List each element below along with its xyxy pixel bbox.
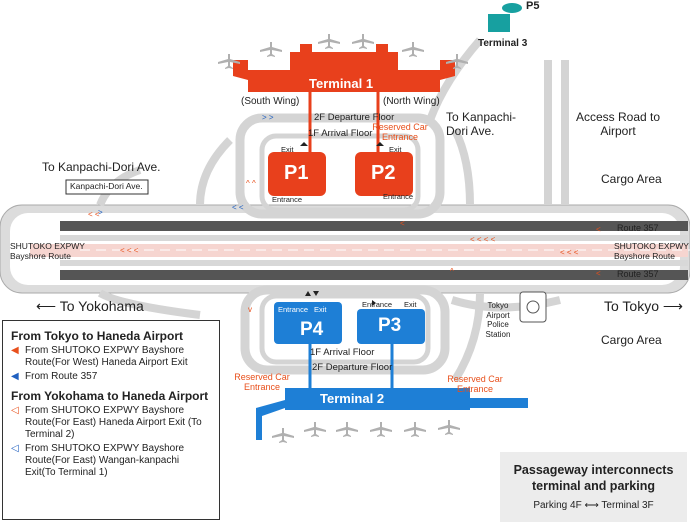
to-yokohama-text: To Yokohama xyxy=(59,298,144,314)
terminal1-label: Terminal 1 xyxy=(309,76,374,91)
entrance-exit-arrows xyxy=(300,142,384,306)
legend-tokyo-title: From Tokyo to Haneda Airport xyxy=(11,329,184,343)
to-kanpachi-right-label: To Kanpachi-Dori Ave. xyxy=(446,110,517,138)
p4-exit-label: Exit xyxy=(314,305,327,314)
p4-label: P4 xyxy=(300,319,324,340)
svg-text:< <: < < xyxy=(88,210,100,219)
double-arrow-icon: ⟷ xyxy=(584,500,599,511)
cargo-area-bottom-label: Cargo Area xyxy=(601,333,662,347)
svg-text:v: v xyxy=(248,305,252,314)
parking-p1[interactable] xyxy=(268,152,326,196)
parking-p3[interactable] xyxy=(357,309,425,344)
t2-departure-floor-label: 2F Departure Floor xyxy=(312,362,393,373)
legend-item: ◀ From Route 357 xyxy=(11,371,211,383)
terminal1-building[interactable] xyxy=(233,44,455,92)
access-road-label: Access Road to Airport xyxy=(575,110,661,138)
passageway-title: Passageway interconnects terminal and pa… xyxy=(513,463,674,493)
police-station-icon xyxy=(519,291,547,323)
svg-text:^ ^: ^ ^ xyxy=(246,179,256,188)
svg-text:^: ^ xyxy=(450,267,454,276)
t2-arrival-floor-label: 1F Arrival Floor xyxy=(310,347,375,358)
terminal-floor-label: Terminal 3F xyxy=(601,500,654,511)
legend-item: ◀ From SHUTOKO EXPWY Bayshore Route(For W… xyxy=(11,345,211,369)
kanpachi-sign-label: Kanpachi-Dori Ave. xyxy=(70,181,143,191)
to-yokohama-label: ⟵ To Yokohama xyxy=(36,298,144,315)
legend-item: ◁ From SHUTOKO EXPWY Bayshore Route(For E… xyxy=(11,405,211,441)
p1-exit-label: Exit xyxy=(281,145,294,154)
svg-text:>: > xyxy=(98,208,103,217)
reserved-car-entrance-t2-left: Reserved Car Entrance xyxy=(234,372,290,392)
legend-yokohama-title: From Yokohama to Haneda Airport xyxy=(11,389,209,403)
svg-text:< < <: < < < xyxy=(560,248,579,257)
legend-item: ◁ From SHUTOKO EXPWY Bayshore Route(For E… xyxy=(11,443,211,479)
p3-exit-label: Exit xyxy=(404,300,417,309)
svg-text:> >: > > xyxy=(262,113,274,122)
route357-top-label: Route 357 xyxy=(617,223,659,233)
legend-item-text: From SHUTOKO EXPWY Bayshore Route(For Ea… xyxy=(25,443,185,478)
p3-label: P3 xyxy=(378,315,402,336)
p2-label: P2 xyxy=(371,162,396,184)
p3-entrance-label: Entrance xyxy=(362,300,393,309)
p2-exit-label: Exit xyxy=(389,145,402,154)
plane-icon xyxy=(218,34,468,69)
svg-text:<: < xyxy=(596,225,601,234)
t1-departure-floor-label: 2F Departure Floor xyxy=(314,112,395,123)
p5-label: P5 xyxy=(526,0,540,12)
svg-text:< < <: < < < xyxy=(120,246,139,255)
south-wing-label: (South Wing) xyxy=(241,96,300,107)
direction-arrows: < < < < < < < < < < < < > ^ ^ < < > > < … xyxy=(88,113,601,314)
terminal1-ring-road xyxy=(235,113,445,219)
legend-item-text: From SHUTOKO EXPWY Bayshore Route(For We… xyxy=(25,345,188,368)
legend: From Tokyo to Haneda Airport ◀ From SHUTO… xyxy=(2,320,220,520)
p1-entrance-label: Entrance xyxy=(272,195,303,204)
p2-entrance-label: Entrance xyxy=(383,192,414,201)
police-station-label: Tokyo Airport Police Station xyxy=(485,301,511,339)
reserved-car-entrance-t2-right: Reserved Car Entrance xyxy=(447,374,503,394)
terminal2-label: Terminal 2 xyxy=(320,391,385,406)
terminal3-label: Terminal 3 xyxy=(478,38,528,49)
plane-icon xyxy=(272,420,460,443)
terminal2-building[interactable] xyxy=(256,388,528,440)
terminal2-ring-road xyxy=(240,285,450,375)
parking-floor-label: Parking 4F xyxy=(533,500,582,511)
route357-bottom-label: Route 357 xyxy=(617,269,659,279)
svg-text:<: < xyxy=(400,219,405,228)
shutoko-right-label: SHUTOKO EXPWY Bayshore Route xyxy=(614,241,689,261)
blue-arrow-icon: ◀ xyxy=(11,371,19,382)
shutoko-left-label: SHUTOKO EXPWY Bayshore Route xyxy=(10,241,85,261)
north-wing-label: (North Wing) xyxy=(383,96,440,107)
svg-text:< <: < < xyxy=(232,203,244,212)
legend-item-text: From SHUTOKO EXPWY Bayshore Route(For Ea… xyxy=(25,405,202,440)
blue-outline-arrow-icon: ◁ xyxy=(11,443,19,454)
connector-roads xyxy=(96,37,569,383)
legend-item-text: From Route 357 xyxy=(25,371,98,382)
parking-p2[interactable] xyxy=(355,152,413,196)
p4-entrance-label: Entrance xyxy=(278,305,309,314)
parking-p4[interactable] xyxy=(274,302,342,344)
p1-label: P1 xyxy=(284,162,309,184)
passageway-floors: Parking 4F ⟷ Terminal 3F xyxy=(500,500,687,511)
cargo-area-top-label: Cargo Area xyxy=(601,172,662,186)
to-kanpachi-left-label: To Kanpachi-Dori Ave. xyxy=(42,160,161,174)
orange-arrow-icon: ◀ xyxy=(11,345,19,356)
svg-text:<: < xyxy=(596,269,601,278)
reserved-car-entrance-t1: Reserved Car Entrance xyxy=(372,122,428,142)
passageway-note: Passageway interconnects terminal and pa… xyxy=(500,452,687,522)
arrow-left-icon: ⟵ xyxy=(36,298,60,314)
highway-block xyxy=(0,204,690,294)
orange-outline-arrow-icon: ◁ xyxy=(11,405,19,416)
terminal3-building[interactable] xyxy=(488,3,522,32)
to-tokyo-text: To Tokyo xyxy=(604,298,659,314)
svg-text:< < < <: < < < < xyxy=(470,235,496,244)
to-tokyo-label: To Tokyo ⟶ xyxy=(604,298,683,315)
arrow-right-icon: ⟶ xyxy=(659,298,683,314)
t1-arrival-floor-label: 1F Arrival Floor xyxy=(308,128,373,139)
